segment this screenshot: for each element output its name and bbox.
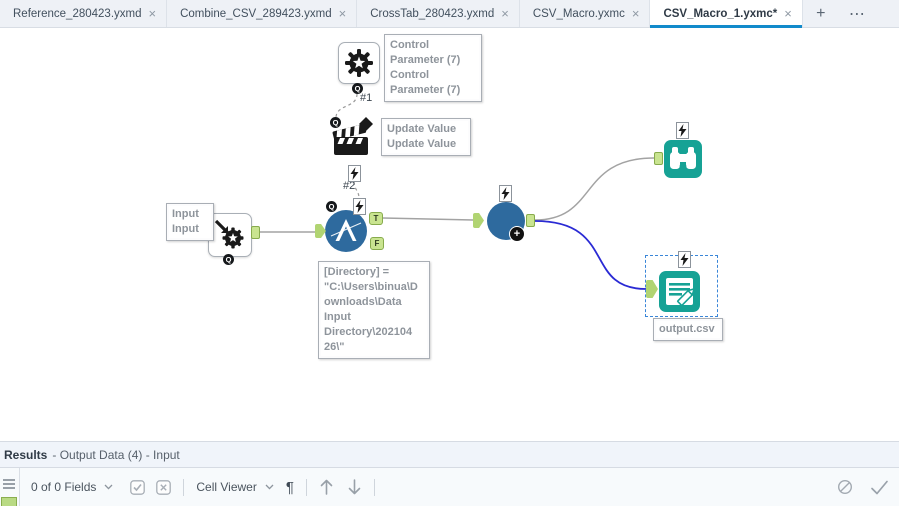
- update-value-annotation[interactable]: Update Value Update Value: [381, 118, 471, 156]
- output-file-annotation[interactable]: output.csv: [653, 318, 723, 341]
- checkmark-icon[interactable]: [870, 480, 889, 495]
- close-icon[interactable]: ×: [148, 5, 157, 21]
- toolbar-divider: [373, 478, 375, 496]
- macro-input-gear-icon: [214, 219, 244, 249]
- q-input-anchor[interactable]: Q: [330, 117, 341, 128]
- macro-input-anchor[interactable]: [473, 213, 484, 228]
- close-icon[interactable]: ×: [784, 5, 792, 21]
- macro-output-anchor[interactable]: [526, 214, 535, 227]
- arrow-up-icon[interactable]: [319, 478, 334, 496]
- pilcrow-toggle[interactable]: ¶: [285, 478, 294, 496]
- fields-summary-dropdown[interactable]: 0 of 0 Fields: [31, 480, 97, 494]
- macro-input-tool[interactable]: [208, 213, 252, 257]
- control-parameter-tool[interactable]: [338, 42, 380, 84]
- csv-output-icon: [659, 271, 700, 312]
- output-bolt-anchor[interactable]: [678, 251, 691, 268]
- tab-label: Reference_280423.yxmd: [13, 7, 142, 20]
- results-panel-header: Results - Output Data (4) - Input: [0, 441, 899, 468]
- connection-true-output[interactable]: [382, 217, 474, 221]
- toolbar-divider: [19, 468, 20, 506]
- new-tab-button[interactable]: +: [816, 4, 826, 22]
- q-output-anchor[interactable]: Q: [352, 83, 363, 94]
- results-title: Results: [4, 447, 48, 462]
- macro-bolt-anchor[interactable]: [353, 198, 366, 215]
- plus-badge-icon: +: [509, 226, 525, 242]
- workflow-canvas[interactable]: Q #1 Control Parameter (7) Control Param…: [0, 28, 899, 441]
- chevron-down-icon[interactable]: [104, 484, 113, 490]
- close-icon[interactable]: ×: [631, 5, 640, 21]
- lightning-bolt-icon: [501, 187, 510, 200]
- tab-label: Combine_CSV_289423.yxmd: [180, 7, 332, 20]
- lightning-bolt-icon: [355, 200, 364, 213]
- tab-overflow-button[interactable]: ⋯: [848, 5, 865, 23]
- lightning-bolt-icon: [678, 124, 687, 137]
- connection-to-browse[interactable]: [534, 157, 655, 221]
- tab-csv-macro[interactable]: CSV_Macro.yxmc ×: [520, 0, 651, 27]
- binoculars-icon: [664, 140, 702, 178]
- browse-input-anchor[interactable]: [654, 152, 663, 165]
- cell-viewer-dropdown[interactable]: Cell Viewer: [196, 480, 257, 494]
- hamburger-icon[interactable]: [3, 479, 15, 489]
- toolbar-divider: [305, 478, 307, 496]
- lightning-bolt-icon: [680, 253, 689, 266]
- clapperboard-icon: [332, 117, 373, 155]
- close-icon[interactable]: ×: [338, 5, 347, 21]
- browse-tool[interactable]: [664, 140, 702, 183]
- connection-lines: [260, 93, 655, 290]
- tab-label: CSV_Macro_1.yxmc*: [663, 7, 778, 20]
- close-icon[interactable]: ×: [501, 5, 509, 21]
- tab-csv-macro-1-active[interactable]: CSV_Macro_1.yxmc* ×: [650, 0, 803, 28]
- output-input-anchor[interactable]: [646, 280, 658, 298]
- action-connection-2[interactable]: [353, 181, 360, 199]
- false-output-anchor[interactable]: F: [370, 237, 384, 250]
- q-output-anchor[interactable]: Q: [223, 254, 234, 265]
- browse-bolt-anchor[interactable]: [676, 122, 689, 139]
- macro-bolt-anchor[interactable]: [499, 185, 512, 202]
- deselect-all-fields-icon[interactable]: [156, 479, 172, 495]
- action-tool[interactable]: [332, 115, 378, 166]
- results-context: - Output Data (4) - Input: [52, 447, 180, 462]
- no-symbol-icon[interactable]: [837, 479, 853, 495]
- action-connection-1[interactable]: [335, 93, 358, 118]
- toolbar-divider: [183, 478, 185, 496]
- q-input-anchor[interactable]: Q: [326, 201, 337, 212]
- connection-to-output-selected[interactable]: [534, 220, 647, 290]
- gear-star-icon: [345, 49, 373, 77]
- macro-input-anchor[interactable]: [315, 224, 326, 238]
- document-tab-bar: Reference_280423.yxmd × Combine_CSV_2894…: [0, 0, 899, 28]
- action-output-anchor[interactable]: [348, 165, 361, 182]
- macro-input-output-anchor[interactable]: [251, 226, 260, 239]
- alteryx-logo-icon: [325, 210, 367, 252]
- tab-label: CrossTab_280423.yxmd: [370, 7, 495, 20]
- tab-label: CSV_Macro.yxmc: [532, 7, 625, 20]
- grid-corner-cell: [1, 497, 17, 506]
- tab-crosstab-280423[interactable]: CrossTab_280423.yxmd ×: [357, 0, 520, 27]
- alteryx-macro-tool[interactable]: [325, 210, 367, 257]
- control-parameter-annotation[interactable]: Control Parameter (7) Control Parameter …: [384, 34, 482, 102]
- output-data-tool[interactable]: [659, 271, 700, 317]
- tab-combine-csv-289423[interactable]: Combine_CSV_289423.yxmd ×: [167, 0, 358, 27]
- connection-2-label: #2: [343, 180, 356, 192]
- select-all-fields-icon[interactable]: [130, 479, 146, 495]
- lightning-bolt-icon: [350, 167, 359, 180]
- true-output-anchor[interactable]: T: [369, 212, 383, 225]
- results-toolbar: 0 of 0 Fields Cell Viewer ¶: [0, 468, 899, 506]
- macro-input-annotation[interactable]: Input Input: [166, 203, 214, 241]
- chevron-down-icon[interactable]: [265, 484, 274, 490]
- connection-1-label: #1: [360, 92, 373, 104]
- arrow-down-icon[interactable]: [347, 478, 362, 496]
- directory-annotation[interactable]: [Directory] = "C:\Users\binua\D ownloads…: [318, 261, 430, 359]
- tab-reference-280423[interactable]: Reference_280423.yxmd ×: [0, 0, 168, 27]
